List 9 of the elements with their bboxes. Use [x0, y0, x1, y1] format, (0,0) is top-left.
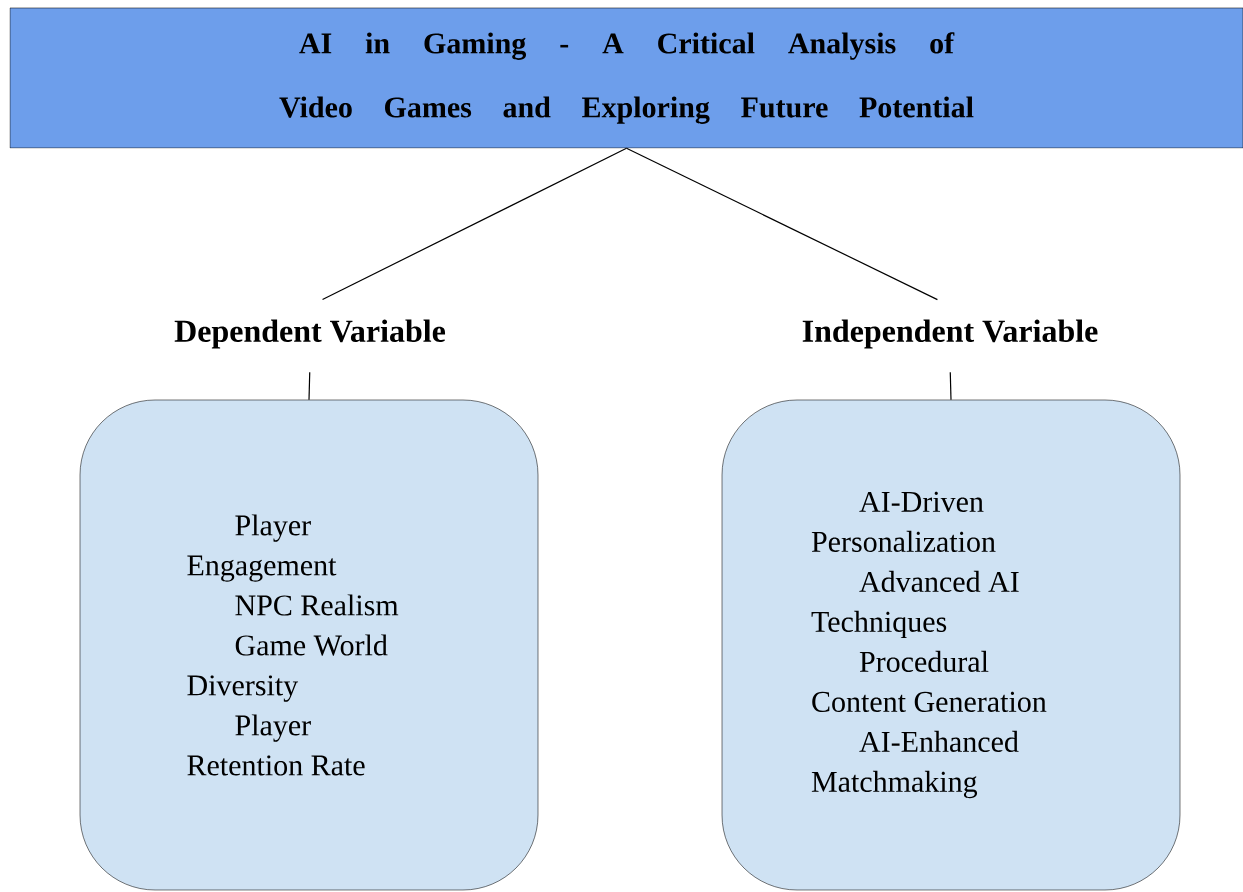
variable-heading: Independent Variable	[802, 319, 1098, 349]
variable-heading: Dependent Variable	[174, 319, 446, 349]
connector-line	[308, 371, 311, 401]
variable-box: Player Engagement NPC Realism Game World Diversity Player Retention Rate	[79, 399, 539, 891]
connector-line	[625, 147, 938, 301]
connector-line	[949, 371, 952, 401]
connector-line	[321, 147, 628, 301]
variable-box: AI-Driven Personalization Advanced AI Techniques Procedural Content Generation AI-Enhanced Matchmaking	[721, 399, 1181, 891]
title-box: AI in Gaming - A Critical Analysis of Video Games and Exploring Future Potential	[9, 7, 1243, 149]
